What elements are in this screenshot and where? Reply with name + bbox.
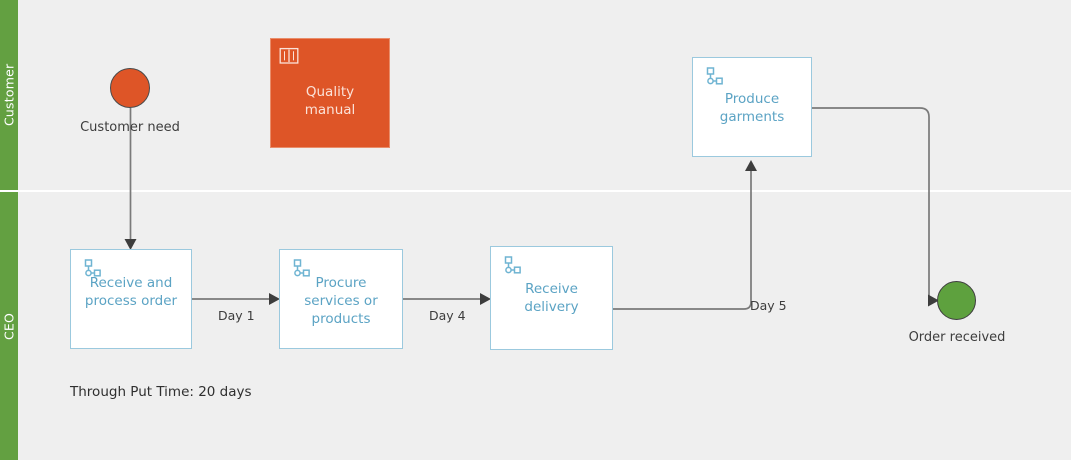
start-event-label: Customer need (80, 120, 180, 135)
lane-label-customer: Customer (1, 63, 17, 127)
hierarchy-icon (504, 256, 521, 274)
task-procure-services-or-products[interactable]: Procure services or products (279, 249, 403, 349)
lane-label-ceo: CEO (1, 312, 17, 340)
edge-label-day-1: Day 1 (218, 308, 255, 323)
start-event[interactable] (110, 68, 150, 108)
artifact-label-line-2: manual (304, 102, 356, 118)
edge-label-day-5: Day 5 (750, 298, 787, 313)
task-label: Procure services or products (304, 275, 378, 327)
task-label: Receive and process order (84, 275, 178, 309)
lane-band-customer (0, 0, 18, 190)
task-produce-garments[interactable]: Produce garments (692, 57, 812, 157)
task-label: Produce garments (719, 91, 785, 125)
task-receive-and-process-order[interactable]: Receive and process order (70, 249, 192, 349)
hierarchy-icon (706, 67, 723, 85)
hierarchy-icon (84, 259, 101, 277)
end-event-label: Order received (908, 330, 1006, 345)
artifact-quality-manual-label: Quality manual (271, 83, 389, 119)
lane-band-ceo (0, 192, 18, 460)
lane-divider (18, 190, 1071, 192)
throughput-time-note: Through Put Time: 20 days (70, 384, 252, 400)
task-label: Receive delivery (524, 281, 579, 315)
book-icon (279, 47, 299, 64)
end-event[interactable] (937, 281, 976, 320)
artifact-label-line-1: Quality (305, 84, 355, 100)
lane-customer (0, 0, 1071, 190)
edge-label-day-4: Day 4 (429, 308, 466, 323)
task-receive-delivery[interactable]: Receive delivery (490, 246, 613, 350)
hierarchy-icon (293, 259, 310, 277)
artifact-quality-manual[interactable]: Quality manual (270, 38, 390, 148)
